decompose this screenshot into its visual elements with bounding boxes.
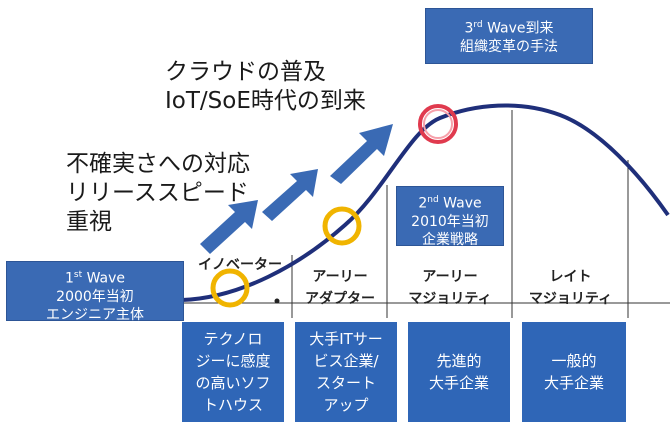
headline-uncertain-line: 重視	[66, 209, 112, 235]
desc-innovators: テクノロ ジーに感度 の高いソフ トハウス	[182, 322, 284, 422]
desc-line: ビス企業/	[313, 352, 379, 370]
wave2-box: 2nd Wave 2010年当初 企業戦略	[396, 186, 504, 248]
wave3-circle	[418, 104, 458, 144]
desc-early-majority: 先進的 大手企業	[408, 322, 510, 422]
wave1-line: エンジニア主体	[46, 306, 144, 323]
headline-uncertain-line: リリーススピード	[66, 180, 249, 206]
desc-line: ジーに感度	[195, 352, 271, 370]
headline-cloud-line: クラウドの普及	[165, 59, 326, 85]
headline-cloud-line: IoT/SoE時代の到来	[165, 88, 366, 114]
segment-late-majority: レイト マジョリティ	[514, 266, 627, 310]
desc-line: トハウス	[202, 396, 263, 414]
wave3-box: 3rd Wave到来 組織変革の手法	[425, 8, 593, 64]
segment-early-majority: アーリー マジョリティ	[389, 266, 511, 310]
segment-label-line: マジョリティ	[408, 291, 492, 307]
desc-line: 一般的	[551, 352, 597, 370]
desc-line: アップ	[323, 396, 369, 414]
segment-label-line: マジョリティ	[528, 291, 613, 307]
wave1-box: 1st Wave 2000年当初 エンジニア主体	[6, 261, 184, 323]
wave2-circle	[322, 206, 362, 246]
wave1-circle	[210, 268, 250, 308]
segment-early-adopters: アーリー アダプター	[294, 266, 386, 310]
wave1-line: 2000年当初	[56, 288, 134, 305]
desc-line: 先進的	[436, 352, 482, 370]
headline-cloud: クラウドの普及 IoT/SoE時代の到来	[165, 58, 366, 116]
arrow-3	[330, 124, 393, 184]
segment-label-line: レイト	[549, 269, 592, 285]
wave2-line: 2010年当初	[411, 213, 489, 230]
desc-late-majority: 一般的 大手企業	[522, 322, 626, 422]
arrow-1	[200, 200, 258, 254]
desc-line: 大手企業	[428, 374, 489, 392]
headline-uncertain: 不確実さへの対応 リリーススピード 重視	[66, 150, 250, 237]
adoption-curve	[181, 103, 670, 302]
wave3-title: 3rd Wave到来	[464, 20, 554, 37]
desc-line: スタート	[315, 374, 376, 392]
arrow-2	[262, 169, 318, 221]
wave2-line: 企業戦略	[422, 231, 478, 248]
segment-label-line: アーリー	[422, 269, 478, 285]
desc-line: 大手ITサー	[309, 330, 383, 348]
segment-label-line: アーリー	[312, 269, 368, 285]
wave2-title: 2nd Wave	[418, 195, 482, 212]
wave3-circle-inner	[423, 109, 453, 139]
segment-label-line: アダプター	[305, 291, 375, 307]
wave1-title: 1st Wave	[64, 270, 126, 287]
segment-label-line: イノベーター	[198, 257, 282, 273]
segment-innovators: イノベーター	[192, 254, 288, 276]
desc-early-adopters: 大手ITサー ビス企業/ スタート アップ	[295, 322, 397, 422]
headline-uncertain-line: 不確実さへの対応	[66, 151, 250, 177]
desc-line: の高いソフ	[195, 374, 271, 392]
wave3-line: 組織変革の手法	[460, 38, 558, 55]
desc-line: 大手企業	[543, 374, 604, 392]
desc-line: テクノロ	[203, 330, 263, 348]
curve-dot	[274, 298, 280, 304]
